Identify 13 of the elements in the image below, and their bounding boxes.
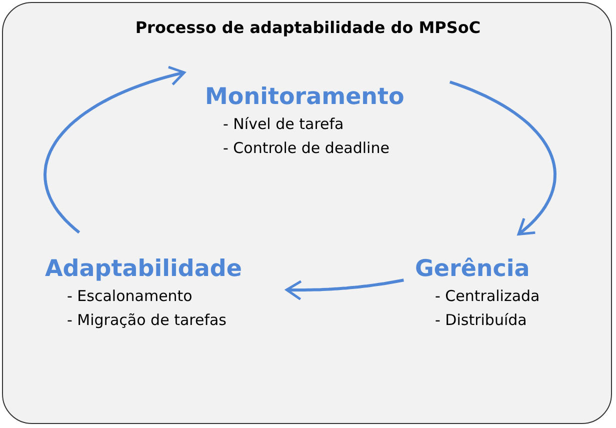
cycle-arrow xyxy=(44,66,186,234)
list-item: - Nível de tarefa xyxy=(223,114,344,135)
list-item: - Migração de tarefas xyxy=(67,310,226,331)
cycle-arrow xyxy=(449,80,556,236)
stage-heading: Gerência xyxy=(415,256,530,282)
stage-heading: Monitoramento xyxy=(205,84,404,110)
diagram-title: Processo de adaptabilidade do MPSoC xyxy=(134,18,482,37)
list-item: - Distribuída xyxy=(435,310,527,331)
list-item: - Centralizada xyxy=(435,286,540,307)
cycle-arrow xyxy=(285,278,404,300)
list-item: - Controle de deadline xyxy=(223,138,390,159)
stage-heading: Adaptabilidade xyxy=(45,256,242,282)
list-item: - Escalonamento xyxy=(67,286,192,307)
